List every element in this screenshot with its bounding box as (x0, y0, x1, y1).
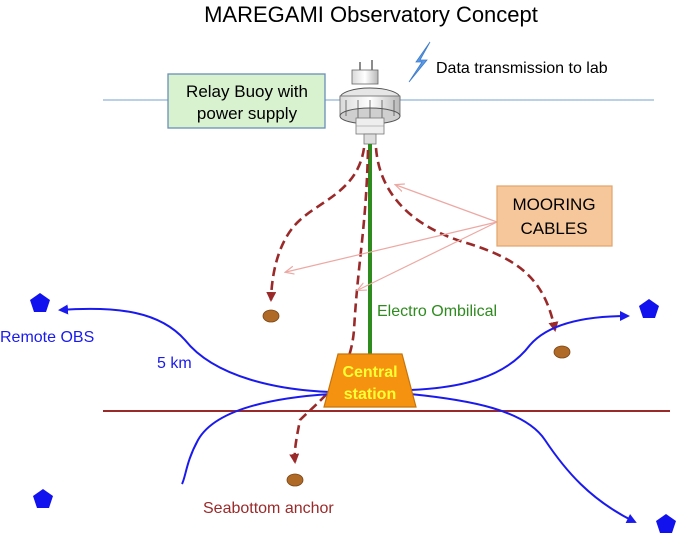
mooring-label-line1: MOORING (512, 195, 595, 214)
remote-obs-label: Remote OBS (0, 329, 94, 346)
relay-buoy-label-line2: power supply (197, 104, 298, 123)
pentagon-icon (30, 293, 50, 312)
mooring-pointer-arrows (286, 185, 498, 290)
electro-ombilical-label: Electro Ombilical (377, 303, 497, 320)
anchor-weight-icon (553, 345, 571, 359)
anchor-weight-icon (286, 473, 304, 487)
data-transmission-label: Data transmission to lab (436, 60, 608, 77)
obs-cable-lower-left (181, 393, 331, 485)
pentagon-icon (656, 514, 676, 533)
central-station: Central station (323, 353, 417, 408)
anchor-weight-icon (262, 309, 280, 323)
diagram-title: MAREGAMI Observatory Concept (204, 2, 538, 27)
obs-cable-upper-right (409, 311, 630, 391)
relay-buoy-label-box: Relay Buoy with power supply (167, 73, 326, 129)
mooring-label-line2: CABLES (520, 219, 587, 238)
mooring-cable-right (374, 147, 559, 332)
central-station-label-line2: station (344, 386, 396, 403)
pentagon-icon (639, 299, 659, 318)
seabottom-anchor-label: Seabottom anchor (203, 500, 334, 517)
lightning-bolt-icon (408, 41, 431, 83)
relay-buoy-label-line1: Relay Buoy with (186, 82, 308, 101)
obs-cable-upper-left (58, 304, 331, 393)
obs-cable-lower-right (409, 393, 637, 523)
buoy-icon (339, 60, 401, 145)
pentagon-icon (33, 489, 53, 508)
obs-cables (58, 304, 637, 523)
central-station-label-line1: Central (342, 364, 397, 381)
mooring-cable-left (266, 147, 366, 302)
mooring-cables-label-box: MOORING CABLES (496, 185, 613, 247)
distance-label: 5 km (157, 355, 192, 372)
